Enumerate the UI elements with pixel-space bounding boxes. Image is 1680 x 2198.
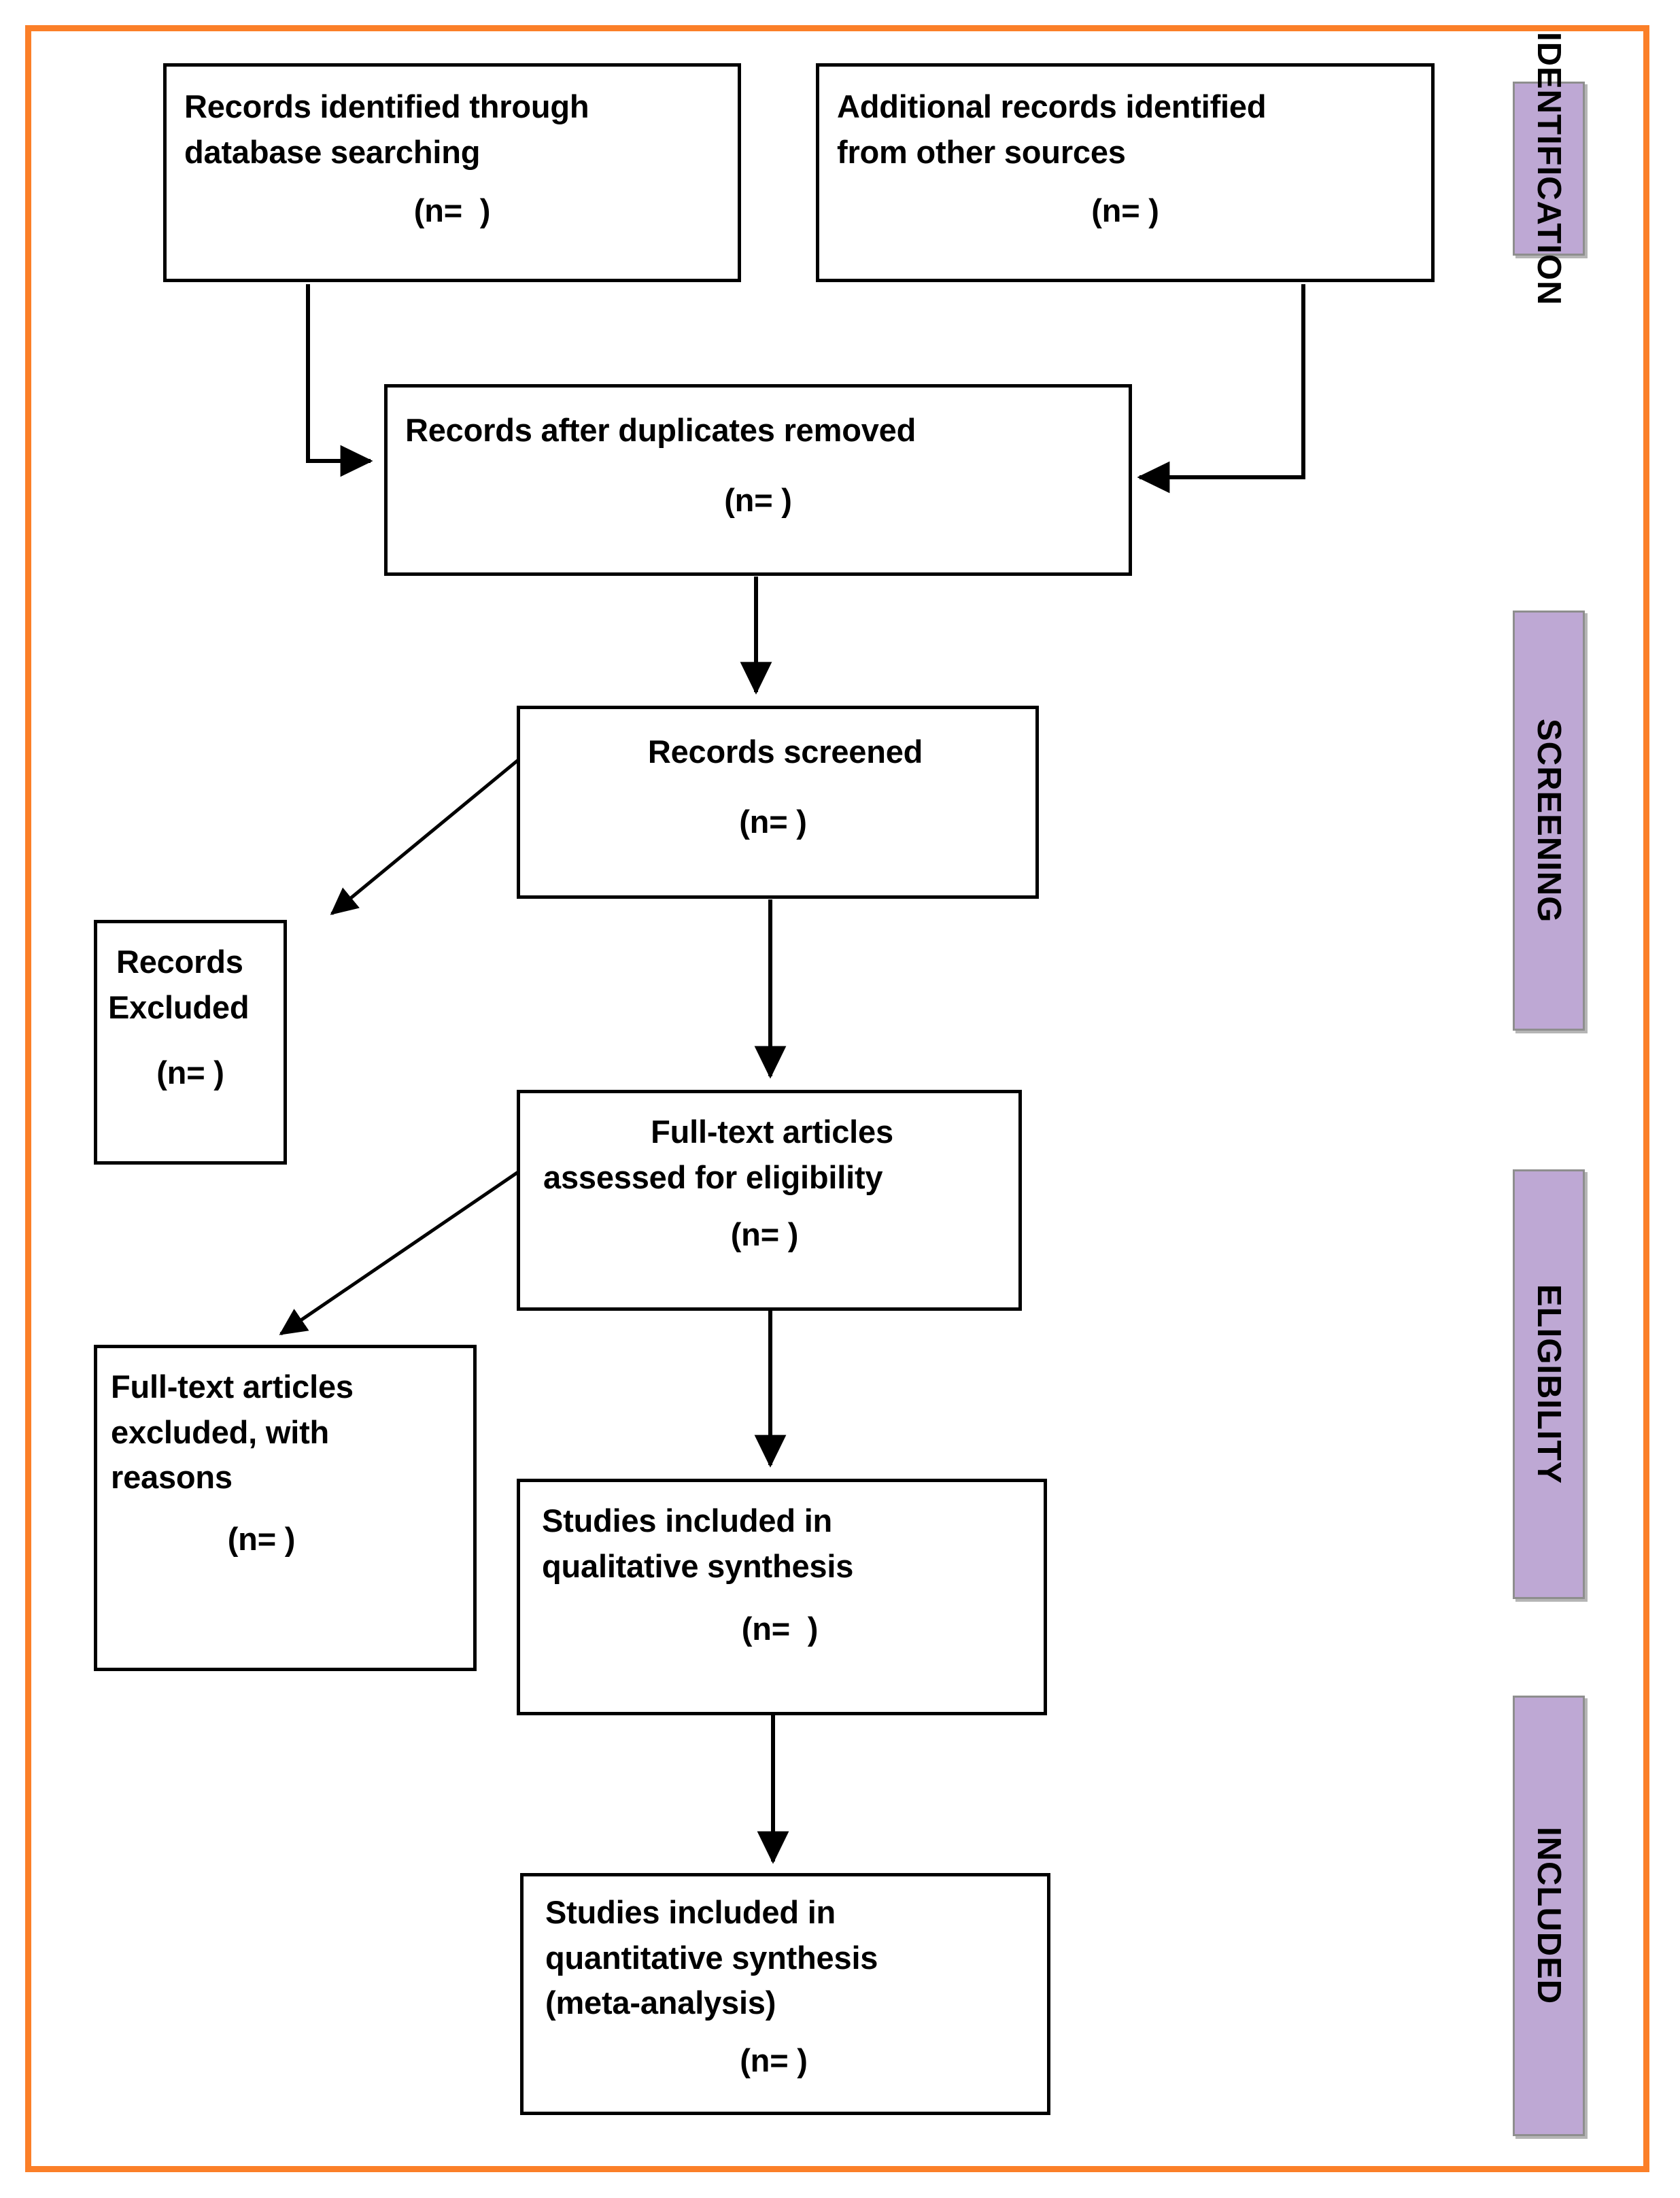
- stage-bar-screening: SCREENING: [1513, 611, 1585, 1031]
- box-count: (n= ): [741, 1611, 819, 1647]
- box-records-after-duplicates-removed: Records after duplicates removed (n= ): [384, 384, 1132, 576]
- box-line-1: Records: [116, 944, 243, 980]
- box-count: (n= ): [730, 1216, 799, 1253]
- box-line-2: qualitative synthesis: [542, 1547, 854, 1584]
- box-line-1: Records after duplicates removed: [405, 412, 916, 448]
- box-line-1: Records identified through: [184, 88, 589, 124]
- connector-screened-to-excluded: [330, 759, 519, 915]
- box-fulltext-assessed-eligibility: Full-text articles assessed for eligibil…: [517, 1090, 1022, 1311]
- stage-bar-included: INCLUDED: [1513, 1696, 1585, 2136]
- box-count: (n= ): [413, 192, 491, 229]
- box-line-3: (meta-analysis): [545, 1985, 776, 2021]
- box-line-2: excluded, with: [111, 1413, 330, 1450]
- stage-label: ELIGIBILITY: [1530, 1284, 1567, 1485]
- box-count: (n= ): [724, 481, 792, 518]
- box-records-identified-database: Records identified through database sear…: [163, 63, 741, 282]
- box-records-screened: Records screened (n= ): [517, 706, 1039, 899]
- box-records-excluded: Records Excluded (n= ): [94, 920, 287, 1165]
- box-line-1: Full-text articles: [651, 1114, 893, 1150]
- box-count: (n= ): [739, 803, 807, 840]
- box-studies-quantitative-synthesis: Studies included in quantitative synthes…: [520, 1873, 1050, 2115]
- box-line-3: reasons: [111, 1459, 233, 1496]
- box-count: (n= ): [1091, 192, 1159, 229]
- box-studies-qualitative-synthesis: Studies included in qualitative synthesi…: [517, 1479, 1047, 1715]
- box-line-1: Studies included in: [542, 1502, 833, 1539]
- box-line-2: from other sources: [837, 133, 1126, 170]
- stage-label: SCREENING: [1530, 718, 1567, 923]
- box-line-1: Records screened: [647, 734, 923, 770]
- box-count: (n= ): [740, 2042, 808, 2079]
- stage-bar-identification: IDENTIFICATION: [1513, 32, 1585, 305]
- box-additional-records-other-sources: Additional records identified from other…: [816, 63, 1435, 282]
- stage-bar-eligibility: ELIGIBILITY: [1513, 1169, 1585, 1599]
- connector-assessed-to-excluded: [279, 1170, 519, 1336]
- box-line-2: database searching: [184, 133, 481, 170]
- box-fulltext-excluded-with-reasons: Full-text articles excluded, with reason…: [94, 1345, 477, 1671]
- box-count: (n= ): [227, 1521, 296, 1558]
- connector-other-to-duplicates: [1137, 284, 1305, 494]
- box-count: (n= ): [156, 1054, 224, 1091]
- connector-db-to-duplicates: [306, 284, 373, 477]
- box-line-1: Studies included in: [545, 1894, 836, 1930]
- box-line-1: Full-text articles: [111, 1369, 354, 1405]
- stage-label: INCLUDED: [1530, 1827, 1567, 2005]
- box-line-2: quantitative synthesis: [545, 1939, 878, 1976]
- box-line-1: Additional records identified: [837, 88, 1267, 124]
- stage-label: IDENTIFICATION: [1530, 31, 1567, 306]
- box-line-2: Excluded: [108, 989, 250, 1025]
- box-line-2: assessed for eligibility: [543, 1158, 883, 1195]
